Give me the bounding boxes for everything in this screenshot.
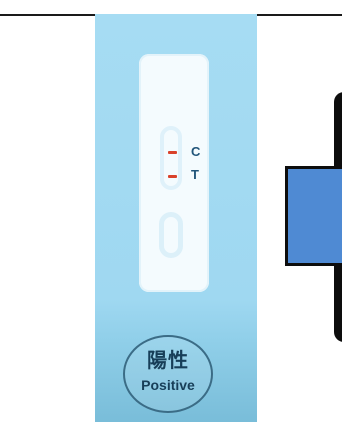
test-cassette: C T [139, 54, 209, 292]
divider-right [257, 14, 342, 16]
result-kanji: 陽性 [147, 348, 189, 372]
test-line-label: T [191, 167, 199, 182]
sample-well [159, 212, 183, 258]
control-line-label: C [191, 144, 201, 159]
control-line-mark [168, 151, 177, 154]
divider-left [0, 14, 95, 16]
blue-box-shape [285, 166, 342, 266]
result-text: Positive [141, 377, 195, 393]
result-badge: 陽性 Positive [123, 335, 213, 413]
test-line-mark [168, 175, 177, 178]
test-result-panel: C T 陽性 Positive [95, 14, 257, 422]
result-window [160, 126, 182, 190]
